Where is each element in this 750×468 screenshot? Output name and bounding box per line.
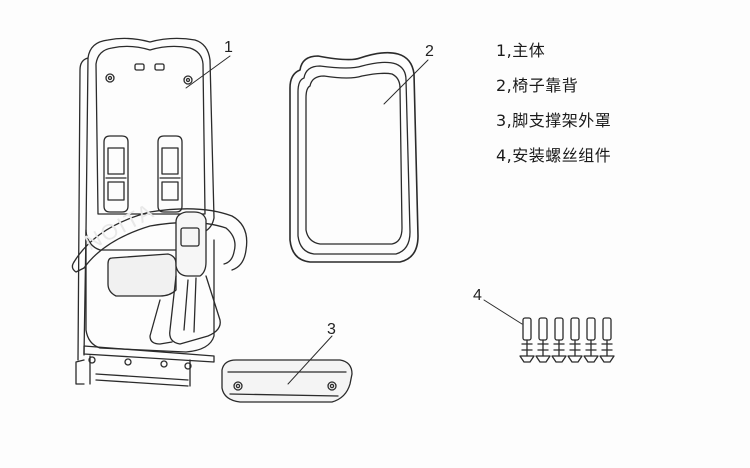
legend-item-main-body: 1,主体 bbox=[496, 41, 546, 60]
screw-3 bbox=[551, 317, 567, 363]
leader-lines bbox=[185, 55, 523, 385]
callout-2: 2 bbox=[425, 43, 434, 60]
parts-legend: 1,主体 2,椅子靠背 3,脚支撑架外罩 4,安装螺丝组件 bbox=[496, 38, 611, 178]
leader-3 bbox=[287, 335, 333, 385]
backrest-drawing bbox=[289, 51, 419, 263]
screw-1 bbox=[519, 317, 535, 363]
callout-4: 4 bbox=[473, 287, 482, 304]
main-body-drawing bbox=[71, 37, 248, 387]
leader-1 bbox=[185, 55, 231, 89]
footrest-cover-drawing bbox=[221, 359, 353, 403]
legend-item-screw-kit: 4,安装螺丝组件 bbox=[496, 146, 612, 165]
leader-2 bbox=[383, 59, 429, 105]
screw-4 bbox=[567, 317, 583, 363]
screw-kit-drawing bbox=[519, 317, 615, 363]
leader-4 bbox=[483, 299, 523, 325]
callout-3: 3 bbox=[327, 321, 336, 338]
legend-item-backrest: 2,椅子靠背 bbox=[496, 76, 579, 95]
legend-item-footrest-cover: 3,脚支撑架外罩 bbox=[496, 111, 612, 130]
screw-2 bbox=[535, 317, 551, 363]
screw-6 bbox=[599, 317, 615, 363]
screw-5 bbox=[583, 317, 599, 363]
callout-1: 1 bbox=[224, 39, 233, 56]
